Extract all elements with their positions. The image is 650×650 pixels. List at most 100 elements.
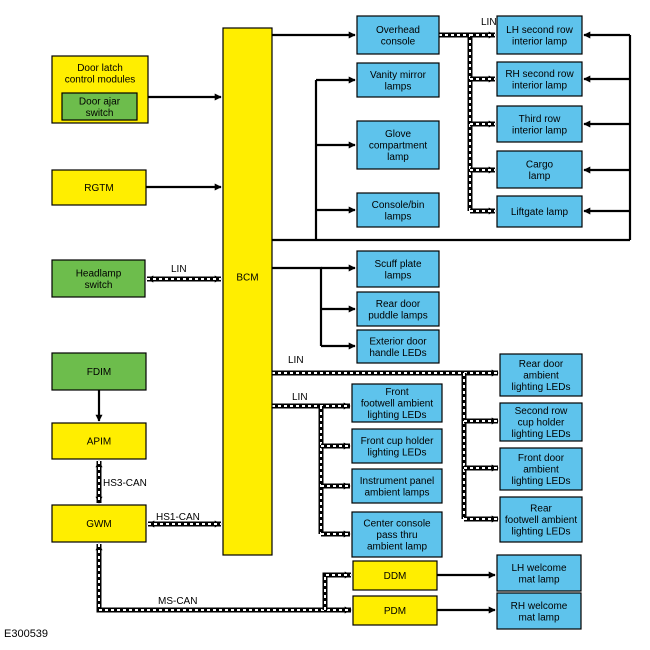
module-box [496, 15, 583, 55]
module-box [499, 447, 583, 491]
module-box [356, 120, 440, 170]
module-box [222, 27, 273, 556]
module-box [496, 592, 582, 630]
label-hs1-can: HS1-CAN [156, 512, 200, 523]
module-box [352, 595, 438, 626]
module-box [51, 352, 147, 391]
module-box [356, 62, 440, 98]
module-ddm: DDM [352, 560, 438, 591]
module-box [496, 195, 583, 228]
module-box [356, 192, 440, 228]
module-box [496, 150, 583, 189]
label-lin-rear: LIN [288, 355, 304, 366]
module-box [351, 511, 443, 558]
module-box [496, 61, 583, 97]
label-lin-overhead: LIN [481, 17, 497, 28]
module-label: DDM [384, 571, 407, 582]
label-lin-front: LIN [292, 392, 308, 403]
module-box [356, 329, 440, 364]
module-label: RGTM [84, 183, 113, 194]
figure-id: E300539 [4, 628, 49, 640]
module-box [51, 259, 146, 298]
wire [272, 266, 323, 346]
label-hs3-can: HS3-CAN [103, 478, 147, 489]
bus-wire [439, 32, 473, 211]
bus-wire-dash [98, 544, 351, 611]
module-label: FDIM [87, 367, 111, 378]
module-box [499, 402, 583, 442]
module-bcm: BCM [222, 27, 273, 556]
module-box [356, 250, 440, 288]
wires [95, 31, 632, 614]
module-label: GWM [86, 519, 112, 530]
module-gwm: GWM [51, 504, 147, 543]
label-ms-can: MS-CAN [158, 596, 197, 607]
bus-labels: LIN LIN LIN LIN HS3-CAN HS1-CAN MS-CAN [103, 17, 497, 607]
module-apim: APIM [51, 422, 147, 460]
label-lin-headlamp: LIN [171, 264, 187, 275]
module-box [356, 15, 440, 55]
bus-wire-dash [324, 574, 351, 610]
module-box [496, 554, 582, 592]
module-box [51, 422, 147, 460]
module-box [351, 428, 443, 464]
module-label: Liftgate lamp [511, 207, 569, 218]
module-box [61, 92, 138, 121]
module-label: PDM [384, 606, 406, 617]
module-box [499, 353, 583, 397]
module-label: BCM [236, 273, 258, 284]
module-box [51, 504, 147, 543]
module-box [351, 468, 443, 504]
module-box [351, 383, 443, 423]
module-box [496, 105, 583, 143]
module-rgtm: RGTM [51, 169, 147, 206]
module-pdm: PDM [352, 595, 438, 626]
module-box [352, 560, 438, 591]
module-liftgate: Liftgate lamp [496, 195, 583, 228]
module-fdim: FDIM [51, 352, 147, 391]
bus-wire-dash [439, 34, 471, 211]
module-label: APIM [87, 437, 111, 448]
module-box [51, 169, 147, 206]
